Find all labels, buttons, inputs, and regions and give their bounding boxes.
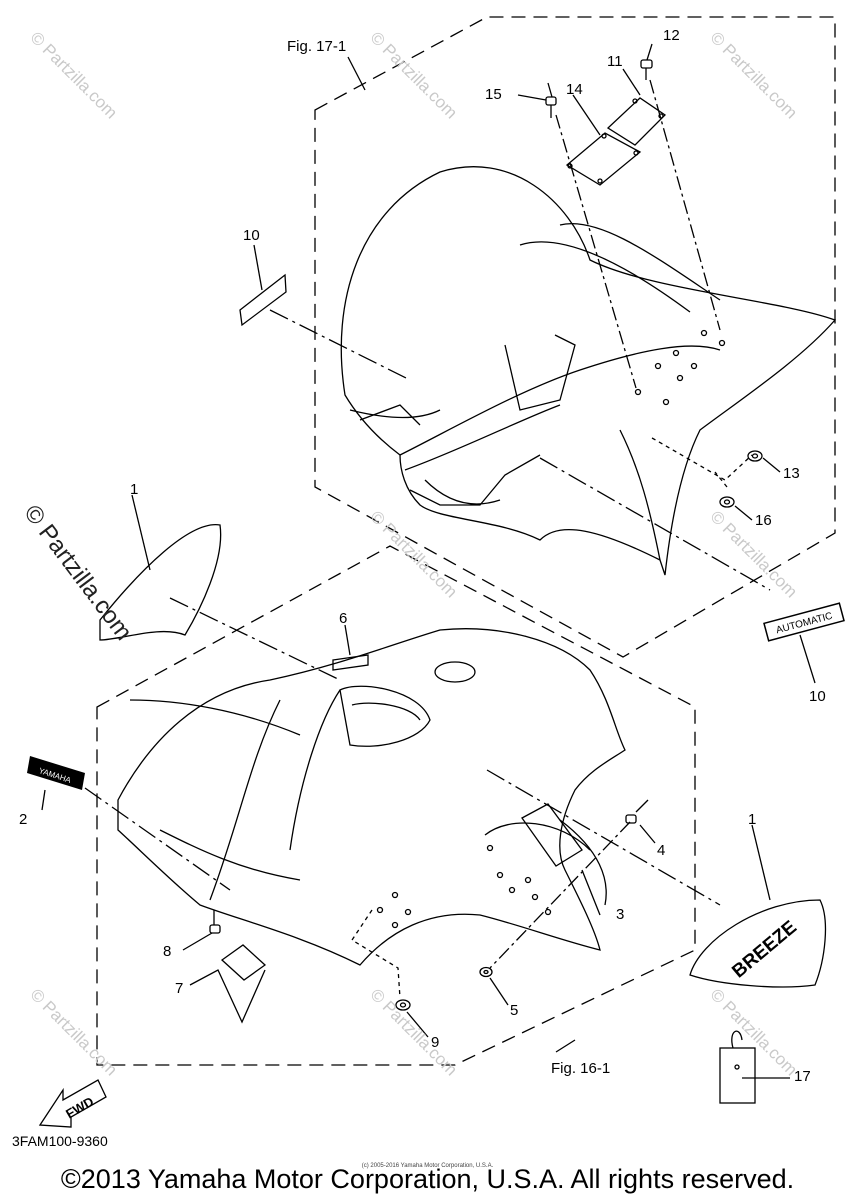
callout-6[interactable]: 6: [339, 610, 348, 627]
callout-1[interactable]: 1: [130, 481, 139, 498]
washer-16: [719, 496, 735, 508]
copyright-notice: ©2013 Yamaha Motor Corporation, U.S.A. A…: [60, 1164, 795, 1194]
washer-5: [479, 966, 493, 978]
callout-10[interactable]: 10: [243, 227, 260, 244]
fwd-arrow: [38, 1079, 107, 1128]
screw-12: [640, 43, 653, 80]
callout-2[interactable]: 2: [19, 811, 28, 828]
automatic-decal: [763, 602, 845, 642]
callout-5[interactable]: 5: [510, 1002, 519, 1019]
callout-4[interactable]: 4: [657, 842, 666, 859]
front-fender-holes: [376, 844, 552, 929]
rear-plate: [565, 97, 667, 186]
tag-17: [719, 1030, 756, 1104]
washer-13: [747, 450, 763, 462]
small-plate-7: [220, 944, 267, 981]
callout-7[interactable]: 7: [175, 980, 184, 997]
screw-4: [625, 799, 649, 824]
callout-8[interactable]: 8: [163, 943, 172, 960]
side-decal-right: [689, 899, 827, 988]
decal-6: [332, 654, 369, 671]
callout-13[interactable]: 13: [783, 465, 800, 482]
rear-fender-holes: [634, 329, 726, 406]
callout-16[interactable]: 16: [755, 512, 772, 529]
screw-15: [545, 82, 557, 118]
rear-fender-group-boundary: [314, 16, 836, 658]
yamaha-decal: [27, 756, 85, 790]
diagram-code: 3FAM100-9360: [12, 1133, 108, 1149]
front-plate: [521, 803, 583, 867]
callout-15[interactable]: 15: [485, 86, 502, 103]
callout-17[interactable]: 17: [794, 1068, 811, 1085]
callout-11[interactable]: 11: [607, 53, 623, 70]
callout-12[interactable]: 12: [663, 27, 680, 44]
screw-8: [209, 910, 221, 934]
callout-14[interactable]: 14: [566, 81, 583, 98]
callout-1[interactable]: 1: [748, 811, 757, 828]
callout-3[interactable]: 3: [616, 906, 625, 923]
breeze-decal-text: BREEZE: [728, 917, 801, 983]
figure-ref-bottom[interactable]: Fig. 16-1: [551, 1060, 611, 1077]
rear-fender: [340, 166, 837, 576]
side-decal-left: [99, 524, 222, 641]
callout-9[interactable]: 9: [431, 1034, 440, 1051]
figure-ref-top[interactable]: Fig. 17-1: [287, 38, 347, 55]
front-fender: [117, 628, 626, 966]
front-fender-group-boundary: [96, 545, 696, 1066]
decal-10-left: [239, 273, 287, 327]
washer-9: [395, 999, 411, 1011]
small-credit: (c) 2005-2016 Yamaha Motor Corporation, …: [361, 1163, 494, 1169]
callout-10[interactable]: 10: [809, 688, 826, 705]
